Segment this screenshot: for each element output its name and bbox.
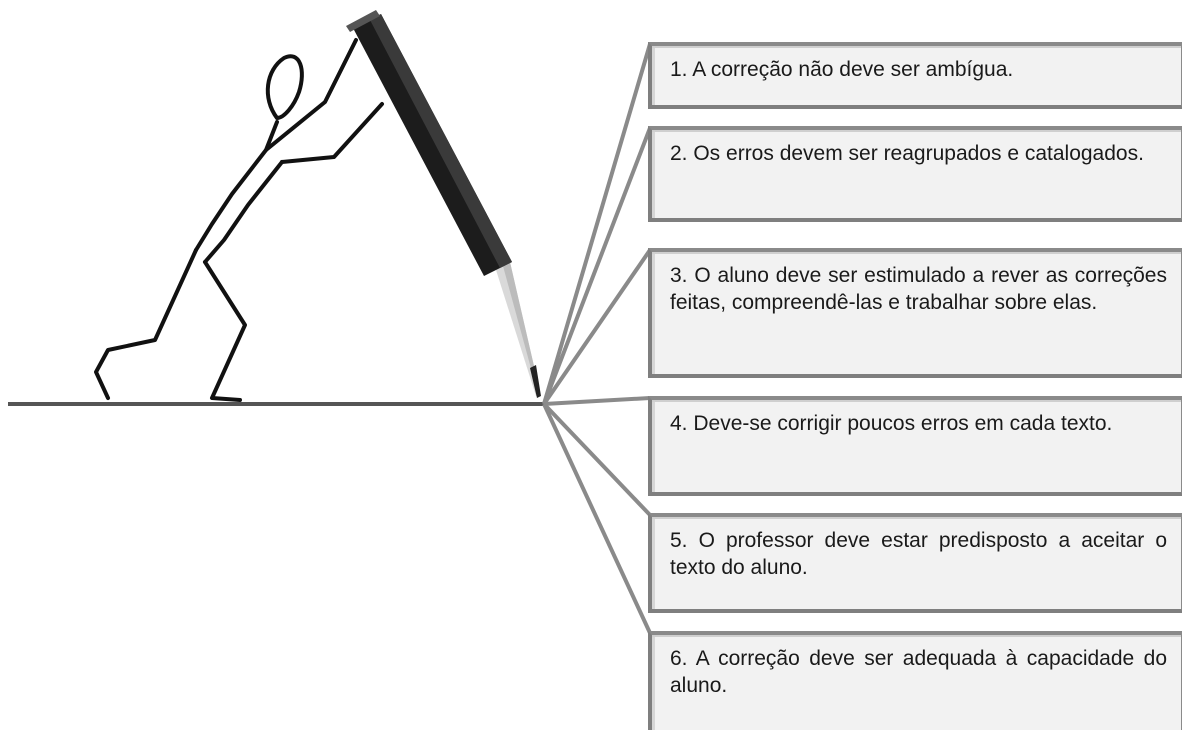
- list-item-text: 3. O aluno deve ser estimulado a rever a…: [670, 264, 1167, 314]
- pencil-icon: [346, 10, 541, 398]
- connector-4: [543, 396, 651, 406]
- list-item-text: 4. Deve-se corrigir poucos erros em cada…: [670, 412, 1113, 435]
- list-item-text: 6. A correção deve ser adequada à capaci…: [670, 647, 1167, 697]
- list-item-3: 3. O aluno deve ser estimulado a rever a…: [648, 248, 1182, 378]
- connector-2: [542, 127, 652, 405]
- list-item-text: 2. Os erros devem ser reagrupados e cata…: [670, 142, 1144, 165]
- stick-figure: [94, 38, 384, 402]
- connector-lines: [542, 43, 652, 634]
- connector-5: [542, 402, 652, 517]
- list-item-5: 5. O professor deve estar predisposto a …: [648, 513, 1182, 613]
- connector-3: [542, 248, 652, 406]
- connector-1: [542, 43, 652, 405]
- list-item-1: 1. A correção não deve ser ambígua.: [648, 42, 1182, 109]
- list-item-text: 5. O professor deve estar predisposto a …: [670, 529, 1167, 579]
- list-item-text: 1. A correção não deve ser ambígua.: [670, 58, 1014, 81]
- connector-6: [542, 403, 652, 634]
- list-item-2: 2. Os erros devem ser reagrupados e cata…: [648, 126, 1182, 222]
- list-item-6: 6. A correção deve ser adequada à capaci…: [648, 631, 1182, 730]
- list-item-4: 4. Deve-se corrigir poucos erros em cada…: [648, 396, 1182, 496]
